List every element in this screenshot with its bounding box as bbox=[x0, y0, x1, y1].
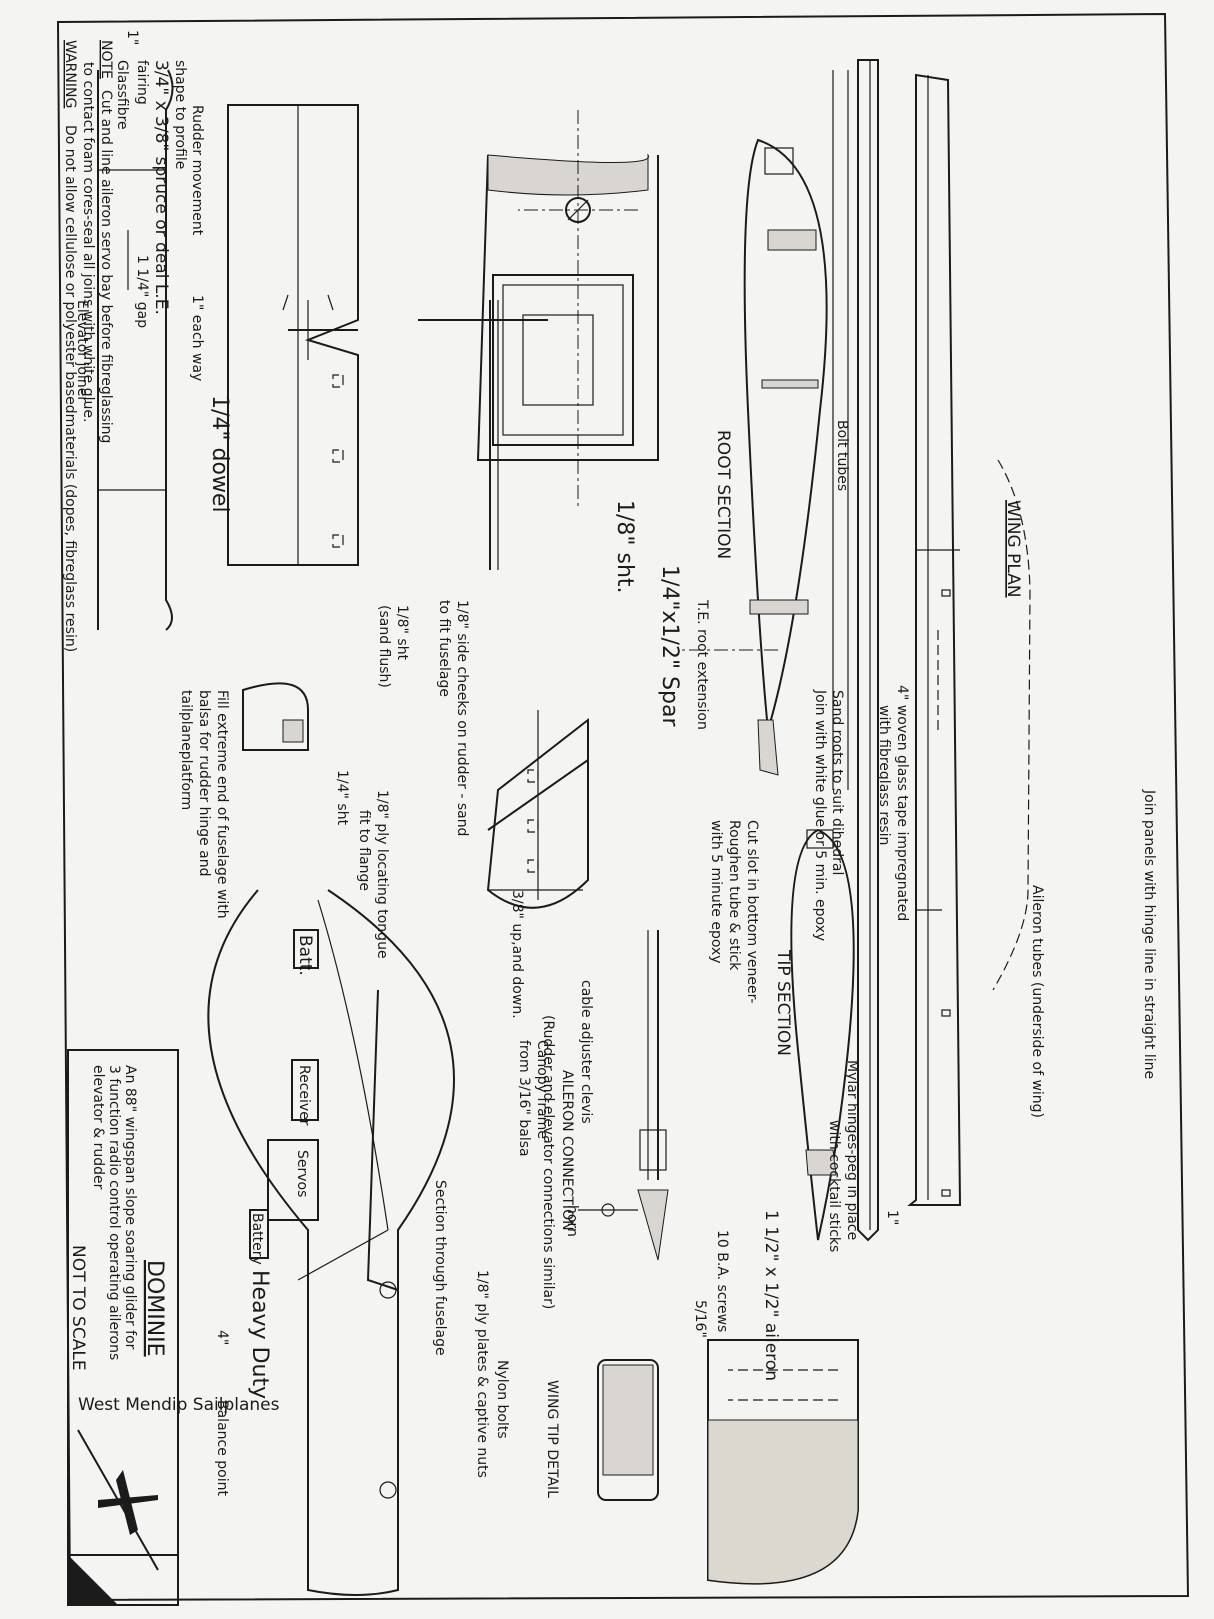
wing-join-note: Join panels with hinge line in straight … bbox=[1141, 789, 1157, 1079]
tip-aileron: 1 1/2" x 1/2" aileron bbox=[761, 1210, 781, 1381]
wing-plan-outline bbox=[907, 73, 962, 1206]
tail-section-drawing bbox=[242, 682, 309, 751]
wing-glass-tape-2: with fibreglass resin bbox=[876, 705, 892, 845]
fuse-balance: Balance point bbox=[214, 1400, 230, 1497]
fuse-section: Section through fuselage bbox=[432, 1180, 448, 1356]
root-le-note-2: shape to profile bbox=[172, 60, 188, 169]
root-section-drawing bbox=[743, 138, 828, 776]
root-spar: 1/4"x1/2" Spar bbox=[657, 565, 682, 727]
tailplane-drawing bbox=[227, 104, 359, 566]
tip-cut-slot-2: Roughen tube & stick bbox=[726, 820, 742, 971]
tail-dowel: 1/4" dowel bbox=[207, 395, 232, 513]
fuse-servos: Servos bbox=[294, 1150, 310, 1197]
tip-mylar: Mylar hinges-peg in place bbox=[844, 1060, 860, 1240]
fin-fill-note-3: tailplaneplatform bbox=[178, 690, 194, 810]
fin-side-cheeks-2: to fit fuselage bbox=[436, 600, 452, 697]
title-company: West Mendip Sailplanes bbox=[78, 1395, 280, 1415]
root-section-title: ROOT SECTION bbox=[713, 430, 733, 559]
tailplane-outline bbox=[227, 104, 359, 566]
aileron-connection-drawing bbox=[578, 930, 669, 1261]
fuse-batt: Batt. bbox=[295, 935, 315, 976]
warning-word: WARNING bbox=[62, 40, 78, 108]
aileron-connection-title: AILERON CONNECTION bbox=[559, 1070, 575, 1231]
fuse-ply-plates: 1/8" ply plates & captive nuts bbox=[474, 1270, 490, 1478]
wing-tip-detail-title: WING TIP DETAIL bbox=[544, 1380, 560, 1498]
root-glassfibre-2: fairing bbox=[134, 60, 150, 105]
aileron-cable: cable adjuster clevis bbox=[578, 980, 594, 1124]
title-scale: NOT TO SCALE bbox=[68, 1245, 88, 1371]
title-desc: An 88" wingspan slope soaring glider for bbox=[122, 1065, 138, 1350]
tip-section-drawing bbox=[790, 828, 855, 1241]
wing-plan-drawing bbox=[678, 59, 1031, 1242]
fuse-canopy: Canopy frame bbox=[534, 1040, 550, 1139]
tail-rudder-movement: Rudder movement bbox=[189, 105, 205, 236]
wing-glass-tape: 4" woven glass tape impregnated bbox=[894, 685, 910, 921]
title-name: DOMINIE bbox=[142, 1260, 167, 1357]
title-block bbox=[67, 1049, 179, 1606]
tail-gap: 1 1/4" gap bbox=[134, 255, 150, 328]
fuse-canopy-2: from 3/16" balsa bbox=[516, 1040, 532, 1157]
title-desc-2: 3 function radio control operating ailer… bbox=[106, 1065, 122, 1360]
tip-sand-roots: Sand roots to suit dihedral bbox=[829, 690, 845, 875]
root-te-note: T.E. root extension bbox=[694, 599, 710, 730]
fin-fill-note: Fill extreme end of fuselage with bbox=[214, 690, 230, 919]
aileron-screws: 10 B.A. screws bbox=[714, 1230, 730, 1332]
tip-section-title: TIP SECTION bbox=[773, 949, 793, 1056]
wing-mount-drawing bbox=[418, 110, 659, 570]
fin-movement: 3/8" up,and down. bbox=[509, 890, 525, 1019]
fin-side-cheeks: 1/8" side cheeks on rudder - sand bbox=[454, 600, 470, 836]
wing-plan-title: WING PLAN bbox=[1003, 500, 1023, 598]
fin-ply-tongue: 1/8" ply locating tongue bbox=[374, 790, 390, 959]
aileron-horn: horn bbox=[564, 1205, 580, 1237]
drawing-content: WARNING Do not allow cellulose or polyes… bbox=[62, 30, 1157, 1606]
glider-silhouette-icon bbox=[98, 1470, 158, 1535]
fuse-dim-4: 4" bbox=[214, 1330, 230, 1345]
warning-text: Do not allow cellulose or polyester base… bbox=[62, 125, 78, 652]
wing-dim-left: 1" bbox=[124, 30, 140, 45]
note-word: NOTE bbox=[98, 40, 114, 79]
root-glassfibre: Glassfibre bbox=[114, 60, 130, 130]
tail-each-way: 1" each way bbox=[189, 295, 205, 381]
title-desc-3: elevator & rudder bbox=[90, 1065, 106, 1190]
root-sht: 1/8" sht. bbox=[612, 500, 637, 594]
tip-airfoil bbox=[790, 828, 855, 1241]
drawing-border bbox=[56, 12, 1190, 1602]
fin-fill-note-2: balsa for rudder hinge and bbox=[196, 690, 212, 877]
elevator-joiner-drawing bbox=[97, 69, 174, 631]
note-text: Cut and line aileron servo bay before fi… bbox=[98, 90, 114, 443]
fuselage-drawing bbox=[207, 889, 455, 1596]
root-bolt-tubes: Bolt tubes bbox=[834, 420, 850, 491]
tip-cut-slot-3: with 5 minute epoxy bbox=[708, 820, 724, 964]
fin-sht-quarter: 1/4" sht bbox=[334, 770, 350, 826]
fuse-battery: Battery bbox=[249, 1213, 265, 1265]
fin-sht-eighth: 1/8" sht bbox=[394, 605, 410, 661]
fin-ply-tongue-2: fit to flange bbox=[356, 810, 372, 891]
tail-elevator-joiner: Elevator joiner bbox=[74, 300, 90, 402]
fin-drawing bbox=[486, 710, 589, 909]
fuse-heavy-duty: Heavy Duty bbox=[247, 1270, 272, 1399]
fin-sand-flush: (sand flush) bbox=[376, 605, 392, 688]
wing-aileron-tubes: Aileron tubes (underside of wing) bbox=[1029, 885, 1045, 1118]
root-le-note: 3/4" x 3/8" spruce or deal L.E. bbox=[151, 60, 171, 315]
aileron-connection-note: (Rudder and elevator connections similar… bbox=[540, 1015, 556, 1309]
tip-cut-slot: Cut slot in bottom veneer- bbox=[744, 820, 760, 1003]
aileron-dim: 5/16" bbox=[692, 1300, 708, 1338]
tip-sand-roots-2: Join with white glue or 5 min. epoxy bbox=[812, 689, 828, 941]
fuse-receiver: Receiver bbox=[296, 1065, 312, 1126]
tip-mylar-2: with cocktail sticks bbox=[826, 1120, 842, 1252]
wing-dim-right: 1" bbox=[884, 1210, 900, 1225]
warning-text-2: to contact foam cores-seal all joins wit… bbox=[80, 62, 96, 422]
fuselage-outline bbox=[207, 889, 455, 1596]
wing-tip-detail-drawing bbox=[597, 1339, 859, 1585]
fuse-nylon: Nylon bolts bbox=[494, 1360, 510, 1439]
